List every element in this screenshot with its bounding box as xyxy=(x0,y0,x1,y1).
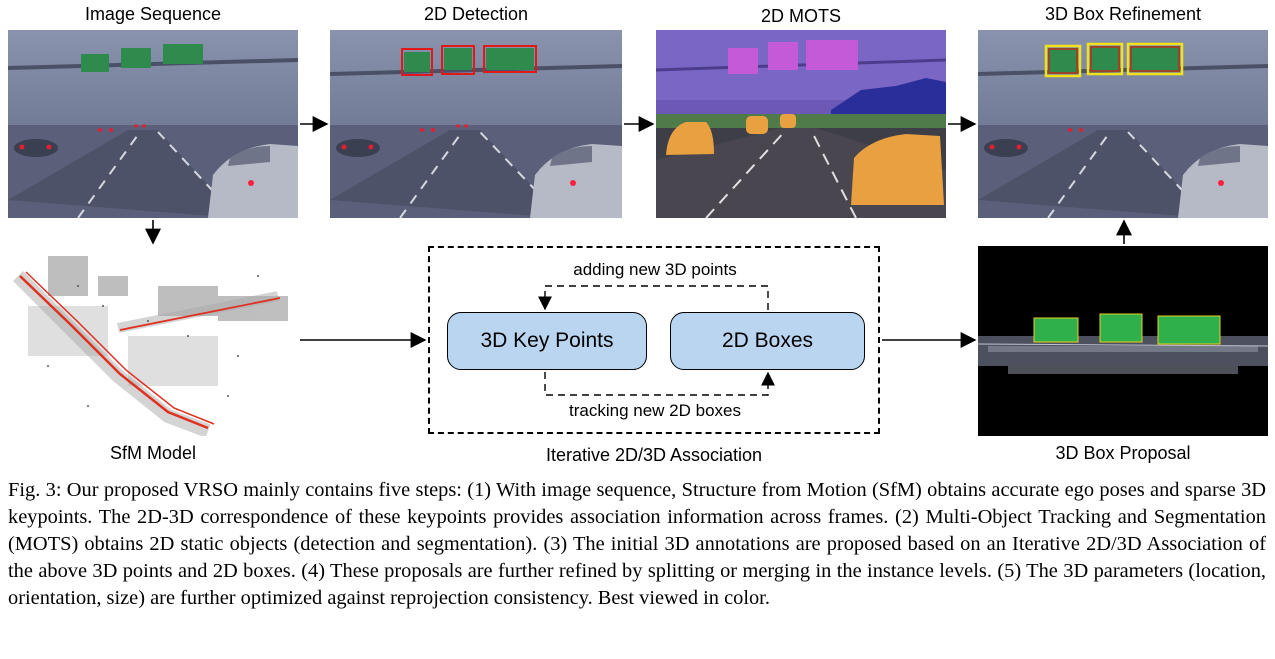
flow-arrows xyxy=(145,116,1132,396)
sign-left xyxy=(81,54,109,72)
loop-label-adding-3d-points: adding new 3D points xyxy=(573,260,737,279)
panel-title-sfm-model: SfM Model xyxy=(109,443,197,463)
panel-title-2d-mots: 2D MOTS xyxy=(760,6,841,26)
proposal-box-3 xyxy=(1158,316,1220,344)
loop-arrow-top xyxy=(538,285,769,311)
proposal-box-2 xyxy=(1100,314,1142,342)
panel-title-3d-box-refinement: 3D Box Refinement xyxy=(1044,4,1202,24)
sfm-camera-track xyxy=(19,275,209,430)
proposal-pointcloud xyxy=(978,246,1268,436)
mots-car-left xyxy=(666,122,714,155)
sign-middle xyxy=(121,48,151,68)
refined-box-1 xyxy=(1044,44,1082,78)
proposal-box-1 xyxy=(1034,318,1078,342)
refined-box-3 xyxy=(1126,42,1184,76)
mots-photo xyxy=(656,30,946,218)
mots-car-right xyxy=(851,134,944,205)
mots-sign-1 xyxy=(728,48,758,74)
node-2d-boxes: 2D Boxes xyxy=(670,312,865,370)
mots-sign-3 xyxy=(806,40,858,70)
panel-title-2d-detection: 2D Detection xyxy=(423,4,529,24)
sfm-model-pointcloud xyxy=(8,246,298,436)
refinement-photo xyxy=(978,30,1268,218)
panel-title-image-sequence: Image Sequence xyxy=(84,4,222,24)
figure-caption: Fig. 3: Our proposed VRSO mainly contain… xyxy=(8,479,1266,609)
detection-photo xyxy=(330,30,622,218)
mots-sign-2 xyxy=(768,42,798,70)
panel-title-3d-box-proposal: 3D Box Proposal xyxy=(1055,443,1191,463)
iterative-association-box xyxy=(428,246,880,434)
detection-box-2 xyxy=(441,45,475,75)
image-sequence-photo xyxy=(8,30,298,218)
loop-label-tracking-2d-boxes: tracking new 2D boxes xyxy=(569,401,741,420)
loop-arrow-bottom xyxy=(544,371,775,396)
sign-right xyxy=(163,44,203,64)
detection-box-3 xyxy=(483,45,537,73)
node-3d-key-points: 3D Key Points xyxy=(447,312,647,370)
detection-box-1 xyxy=(401,48,433,76)
refined-box-2 xyxy=(1086,42,1124,76)
association-title: Iterative 2D/3D Association xyxy=(545,445,763,465)
